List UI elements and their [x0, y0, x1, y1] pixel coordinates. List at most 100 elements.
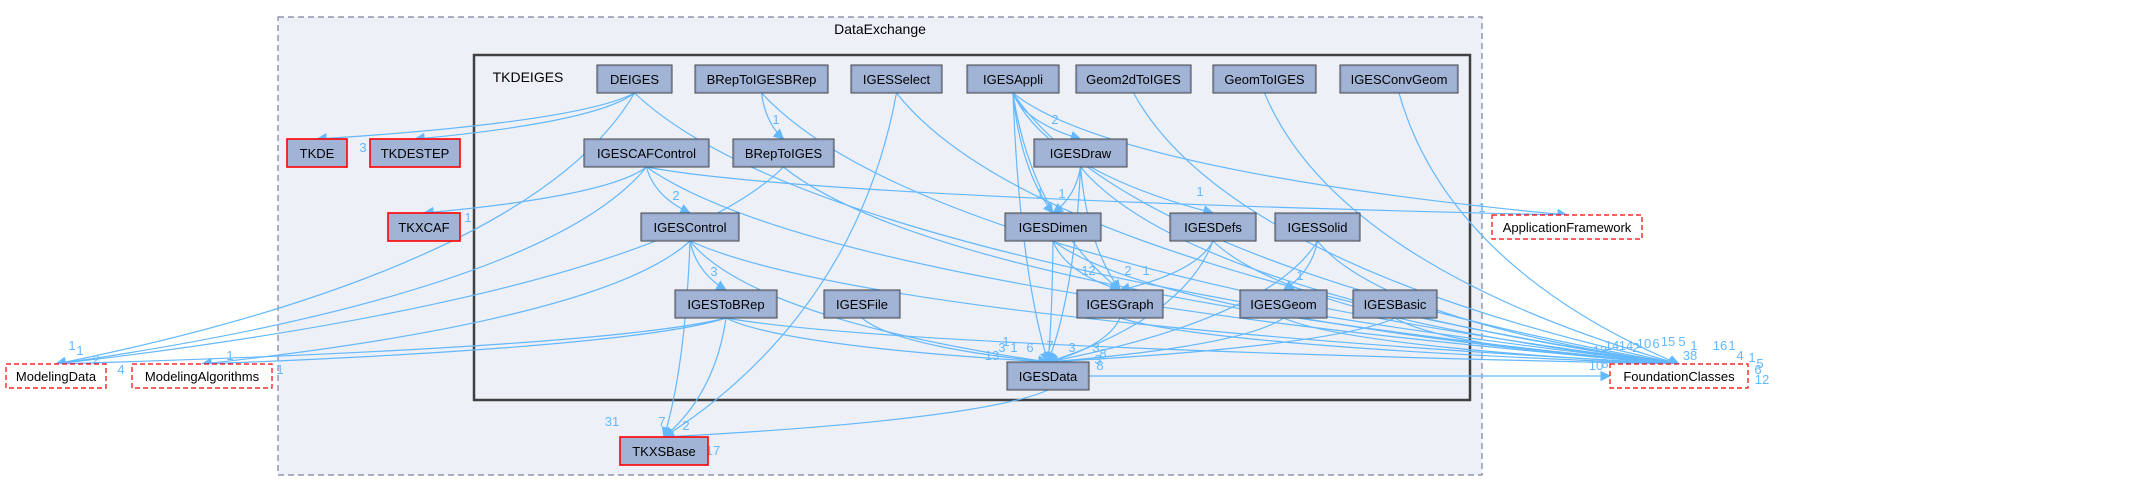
node-box-IGESGraph[interactable]: [1076, 289, 1164, 319]
edge-label-IGESToBRep-to-TKXSBase: 2: [682, 418, 689, 433]
node-inner-Geom2dToIGES: [1077, 66, 1190, 92]
node-inner-IGESFile: [825, 291, 899, 317]
node-FoundationClasses[interactable]: FoundationClasses: [1609, 363, 1749, 389]
node-label-IGESAppli: IGESAppli: [983, 72, 1043, 87]
node-box-IGESToBRep[interactable]: [674, 289, 778, 319]
node-TKDESTEP[interactable]: TKDESTEP: [369, 138, 461, 168]
node-box-TKXCAF[interactable]: [387, 212, 461, 242]
edge-IGESDraw-to-IGESData: [1046, 166, 1082, 364]
edge-IGESDraw-to-IGESDimen: [1052, 166, 1082, 214]
node-label-BRepToIGES: BRepToIGES: [745, 146, 823, 161]
node-IGESDimen[interactable]: IGESDimen: [1004, 212, 1102, 242]
node-box-BRepToIGESBRep[interactable]: [694, 64, 829, 94]
edge-IGESControl-to-TKXSBase: [661, 240, 691, 439]
node-box-IGESDimen[interactable]: [1004, 212, 1102, 242]
node-inner-IGESDimen: [1006, 214, 1100, 240]
node-box-IGESSolid[interactable]: [1274, 212, 1361, 242]
node-box-TKDE[interactable]: [286, 138, 348, 168]
node-IGESControl[interactable]: IGESControl: [640, 212, 740, 242]
node-box-BRepToIGES[interactable]: [732, 138, 835, 168]
node-inner-IGESGraph: [1078, 291, 1162, 317]
node-IGESDraw[interactable]: IGESDraw: [1033, 138, 1128, 168]
edge-label-IGESToBRep-to-ModelingData: 4: [117, 362, 124, 377]
edge-label-IGESDraw-to-IGESDimen: 1: [1058, 186, 1065, 201]
node-box-IGESGeom[interactable]: [1239, 289, 1328, 319]
edge-DEIGES-to-FoundationClasses: [634, 92, 1681, 369]
node-box-IGESDraw[interactable]: [1033, 138, 1128, 168]
node-label-BRepToIGESBRep: BRepToIGESBRep: [707, 72, 817, 87]
edge-label-IGESBasic-to-IGESData: 8: [1096, 358, 1103, 373]
edge-IGESAppli-to-ApplicationFramework: [1012, 92, 1569, 220]
edge-BRepToIGES-to-ModelingData: [54, 166, 784, 369]
node-Geom2dToIGES[interactable]: Geom2dToIGES: [1075, 64, 1192, 94]
node-box-DEIGES[interactable]: [596, 64, 673, 94]
edge-label-IGESDefs-to-IGESGraph: 1: [1142, 263, 1149, 278]
node-label-IGESCAFControl: IGESCAFControl: [597, 146, 696, 161]
node-box-IGESDefs[interactable]: [1169, 212, 1257, 242]
node-TKXSBase[interactable]: TKXSBase: [619, 436, 709, 466]
edge-IGESSolid-to-IGESData: [1046, 240, 1319, 366]
edge-IGESCAFControl-to-TKXCAF: [422, 166, 647, 218]
edge-label-IGESControl-to-ModelingAlgorithms: 1: [226, 348, 233, 363]
edge-label-IGESCAFControl-to-FoundationClasses: 1: [1728, 338, 1735, 353]
node-box-IGESFile[interactable]: [823, 289, 901, 319]
node-IGESDefs[interactable]: IGESDefs: [1169, 212, 1257, 242]
node-TKDE[interactable]: TKDE: [286, 138, 348, 168]
node-box-ModelingAlgorithms[interactable]: [131, 363, 273, 389]
node-box-ModelingData[interactable]: [5, 363, 107, 389]
node-IGESConvGeom[interactable]: IGESConvGeom: [1339, 64, 1459, 94]
node-BRepToIGESBRep[interactable]: BRepToIGESBRep: [694, 64, 829, 94]
node-IGESData[interactable]: IGESData: [1006, 361, 1090, 391]
edge-IGESSolid-to-IGESGeom: [1282, 240, 1319, 291]
edge-label-IGESControl-to-IGESToBRep: 3: [710, 264, 717, 279]
node-box-GeomToIGES[interactable]: [1212, 64, 1317, 94]
node-label-Geom2dToIGES: Geom2dToIGES: [1086, 72, 1181, 87]
edge-label-IGESDimen-to-IGESData: 7: [1046, 338, 1053, 353]
node-box-IGESAppli[interactable]: [966, 64, 1060, 94]
edge-IGESCAFControl-to-IGESControl: [645, 166, 691, 214]
node-TKXCAF[interactable]: TKXCAF: [387, 212, 461, 242]
node-inner-IGESConvGeom: [1341, 66, 1457, 92]
node-inner-IGESSolid: [1276, 214, 1359, 240]
node-box-ApplicationFramework[interactable]: [1491, 214, 1643, 240]
edge-IGESToBRep-to-ModelingData: [54, 317, 727, 370]
node-label-ModelingAlgorithms: ModelingAlgorithms: [145, 369, 260, 384]
node-box-TKDESTEP[interactable]: [369, 138, 461, 168]
node-IGESToBRep[interactable]: IGESToBRep: [674, 289, 778, 319]
node-box-IGESData[interactable]: [1006, 361, 1090, 391]
node-box-TKXSBase[interactable]: [619, 436, 709, 466]
node-IGESGraph[interactable]: IGESGraph: [1076, 289, 1164, 319]
edge-label-IGESGraph-to-IGESData: 8: [1099, 346, 1106, 361]
node-box-Geom2dToIGES[interactable]: [1075, 64, 1192, 94]
node-box-IGESControl[interactable]: [640, 212, 740, 242]
node-label-IGESToBRep: IGESToBRep: [687, 297, 764, 312]
node-ModelingData[interactable]: ModelingData: [5, 363, 107, 389]
node-ModelingAlgorithms[interactable]: ModelingAlgorithms: [131, 363, 273, 389]
node-IGESSolid[interactable]: IGESSolid: [1274, 212, 1361, 242]
node-IGESGeom[interactable]: IGESGeom: [1239, 289, 1328, 319]
node-GeomToIGES[interactable]: GeomToIGES: [1212, 64, 1317, 94]
node-DEIGES[interactable]: DEIGES: [596, 64, 673, 94]
node-IGESBasic[interactable]: IGESBasic: [1352, 289, 1438, 319]
node-box-IGESCAFControl[interactable]: [583, 138, 710, 168]
edge-IGESCAFControl-to-ModelingData: [54, 166, 647, 368]
node-IGESFile[interactable]: IGESFile: [823, 289, 901, 319]
node-inner-BRepToIGES: [734, 140, 833, 166]
edge-label-IGESAppli-to-IGESDimen: 1: [1036, 186, 1043, 201]
node-box-IGESSelect[interactable]: [850, 64, 943, 94]
node-BRepToIGES[interactable]: BRepToIGES: [732, 138, 835, 168]
node-IGESSelect[interactable]: IGESSelect: [850, 64, 943, 94]
node-label-IGESData: IGESData: [1019, 369, 1078, 384]
node-box-IGESBasic[interactable]: [1352, 289, 1438, 319]
node-box-IGESConvGeom[interactable]: [1339, 64, 1459, 94]
edge-label-IGESCAFControl-to-IGESControl: 2: [672, 188, 679, 203]
edge-label-IGESSelect-to-TKXSBase: 31: [605, 414, 619, 429]
edge-label-IGESData-to-TKXSBase: 17: [706, 443, 720, 458]
edge-IGESToBRep-to-ModelingAlgorithms: [200, 317, 727, 370]
node-IGESAppli[interactable]: IGESAppli: [966, 64, 1060, 94]
edge-label-BRepToIGES-to-ModelingData: 2: [92, 352, 99, 367]
node-IGESCAFControl[interactable]: IGESCAFControl: [583, 138, 710, 168]
node-ApplicationFramework[interactable]: ApplicationFramework: [1491, 214, 1643, 240]
edge-IGESConvGeom-to-FoundationClasses: [1398, 92, 1680, 366]
node-box-FoundationClasses[interactable]: [1609, 363, 1749, 389]
